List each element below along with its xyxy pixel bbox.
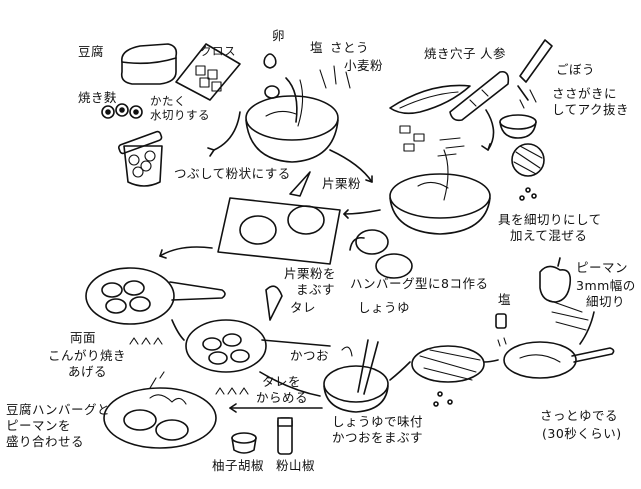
label-season-1: しょうゆで味付 [332, 414, 424, 429]
label-chop-mix-2: 加えて混ぜる [510, 228, 588, 243]
label-tofu: 豆腐 [78, 44, 105, 59]
bag-icon [118, 130, 163, 187]
label-quick-boil-1: さっとゆでる [540, 408, 619, 423]
frying-pan-icon [185, 285, 331, 373]
label-crush-powder: つぶして粉状にする [174, 166, 291, 181]
label-shave-soak-1: ささがきに [552, 86, 618, 101]
label-shave-soak-2: してアク抜き [552, 102, 630, 117]
frying-pan-icon [503, 341, 615, 379]
label-yakifu: 焼き麩 [78, 90, 118, 105]
egg-icon [263, 53, 280, 99]
tray-icon [217, 171, 341, 265]
label-both-sides-3: あげる [68, 364, 108, 379]
label-coat-2: からめる [256, 390, 309, 405]
label-salt-2: 塩 [498, 292, 512, 307]
label-both-sides-2: こんがり焼き [48, 348, 127, 363]
frying-pan-icon [85, 267, 226, 325]
plate-icon [103, 387, 217, 449]
label-shape-patties: ハンバーグ型に8コ作る [350, 276, 489, 291]
label-burdock: ごぼう [556, 62, 596, 77]
label-drain-2: 水切りする [150, 108, 210, 122]
label-sugar: さとう [330, 40, 370, 55]
yuzu-kosho-icon [231, 432, 257, 454]
mixing-bowl-icon [245, 77, 339, 163]
label-plate-2: ピーマンを [6, 418, 72, 433]
cloth-icon [175, 43, 241, 101]
yakifu-icon [101, 103, 143, 119]
tofu-icon [120, 43, 178, 85]
carrot-icon [449, 70, 510, 122]
label-grilled-eel: 焼き穴子 [424, 46, 477, 61]
label-season-2: かつおをまぶす [332, 430, 424, 445]
label-quick-boil-2: (30秒くらい) [542, 426, 622, 441]
label-egg: 卵 [272, 28, 286, 43]
knife-icon [517, 39, 553, 109]
label-tare: タレ [290, 300, 317, 315]
label-dust-1: 片栗粉を [284, 266, 337, 281]
label-dust-2: まぶす [296, 282, 336, 297]
seasoning-sprinkle-icon [319, 65, 351, 89]
label-plate-3: 盛り合わせる [6, 434, 85, 449]
label-green-pepper: ピーマン [576, 260, 629, 275]
label-katakuriko: 片栗粉 [322, 176, 362, 191]
small-bowl-icon [499, 114, 537, 139]
heat-marks [129, 337, 249, 395]
label-plate-1: 豆腐ハンバーグと [6, 402, 111, 417]
label-pepper-cut-1: 3mm幅の [576, 278, 636, 293]
label-sansho: 粉山椒 [276, 458, 316, 473]
mixing-bowl-icon [389, 149, 491, 235]
label-pepper-cut-2: 細切り [586, 294, 626, 309]
flow-arrow [159, 109, 595, 413]
label-drain-1: かたく [150, 94, 186, 108]
strainer-icon [511, 143, 545, 201]
strainer-icon [411, 345, 485, 407]
label-coat-1: タレを [262, 374, 302, 389]
pan-icon [323, 339, 389, 413]
salt-shaker-icon [495, 313, 507, 347]
label-carrot: 人参 [480, 46, 507, 61]
chopped-pieces-icon [399, 125, 465, 157]
label-flour: 小麦粉 [344, 58, 384, 73]
label-yuzu-kosho: 柚子胡椒 [212, 458, 265, 473]
pepper-icon [539, 257, 589, 331]
label-salt: 塩 [310, 40, 324, 55]
patty-icon [355, 229, 413, 279]
sansho-bottle-icon [277, 417, 293, 455]
label-bonito: かつお [290, 348, 330, 363]
label-chop-mix-1: 具を細切りにして [498, 212, 602, 227]
label-soy-sauce: しょうゆ [358, 300, 411, 315]
grilled-eel-icon [389, 84, 471, 115]
label-cloth: クロス [200, 44, 236, 58]
label-both-sides-1: 両面 [70, 330, 97, 345]
